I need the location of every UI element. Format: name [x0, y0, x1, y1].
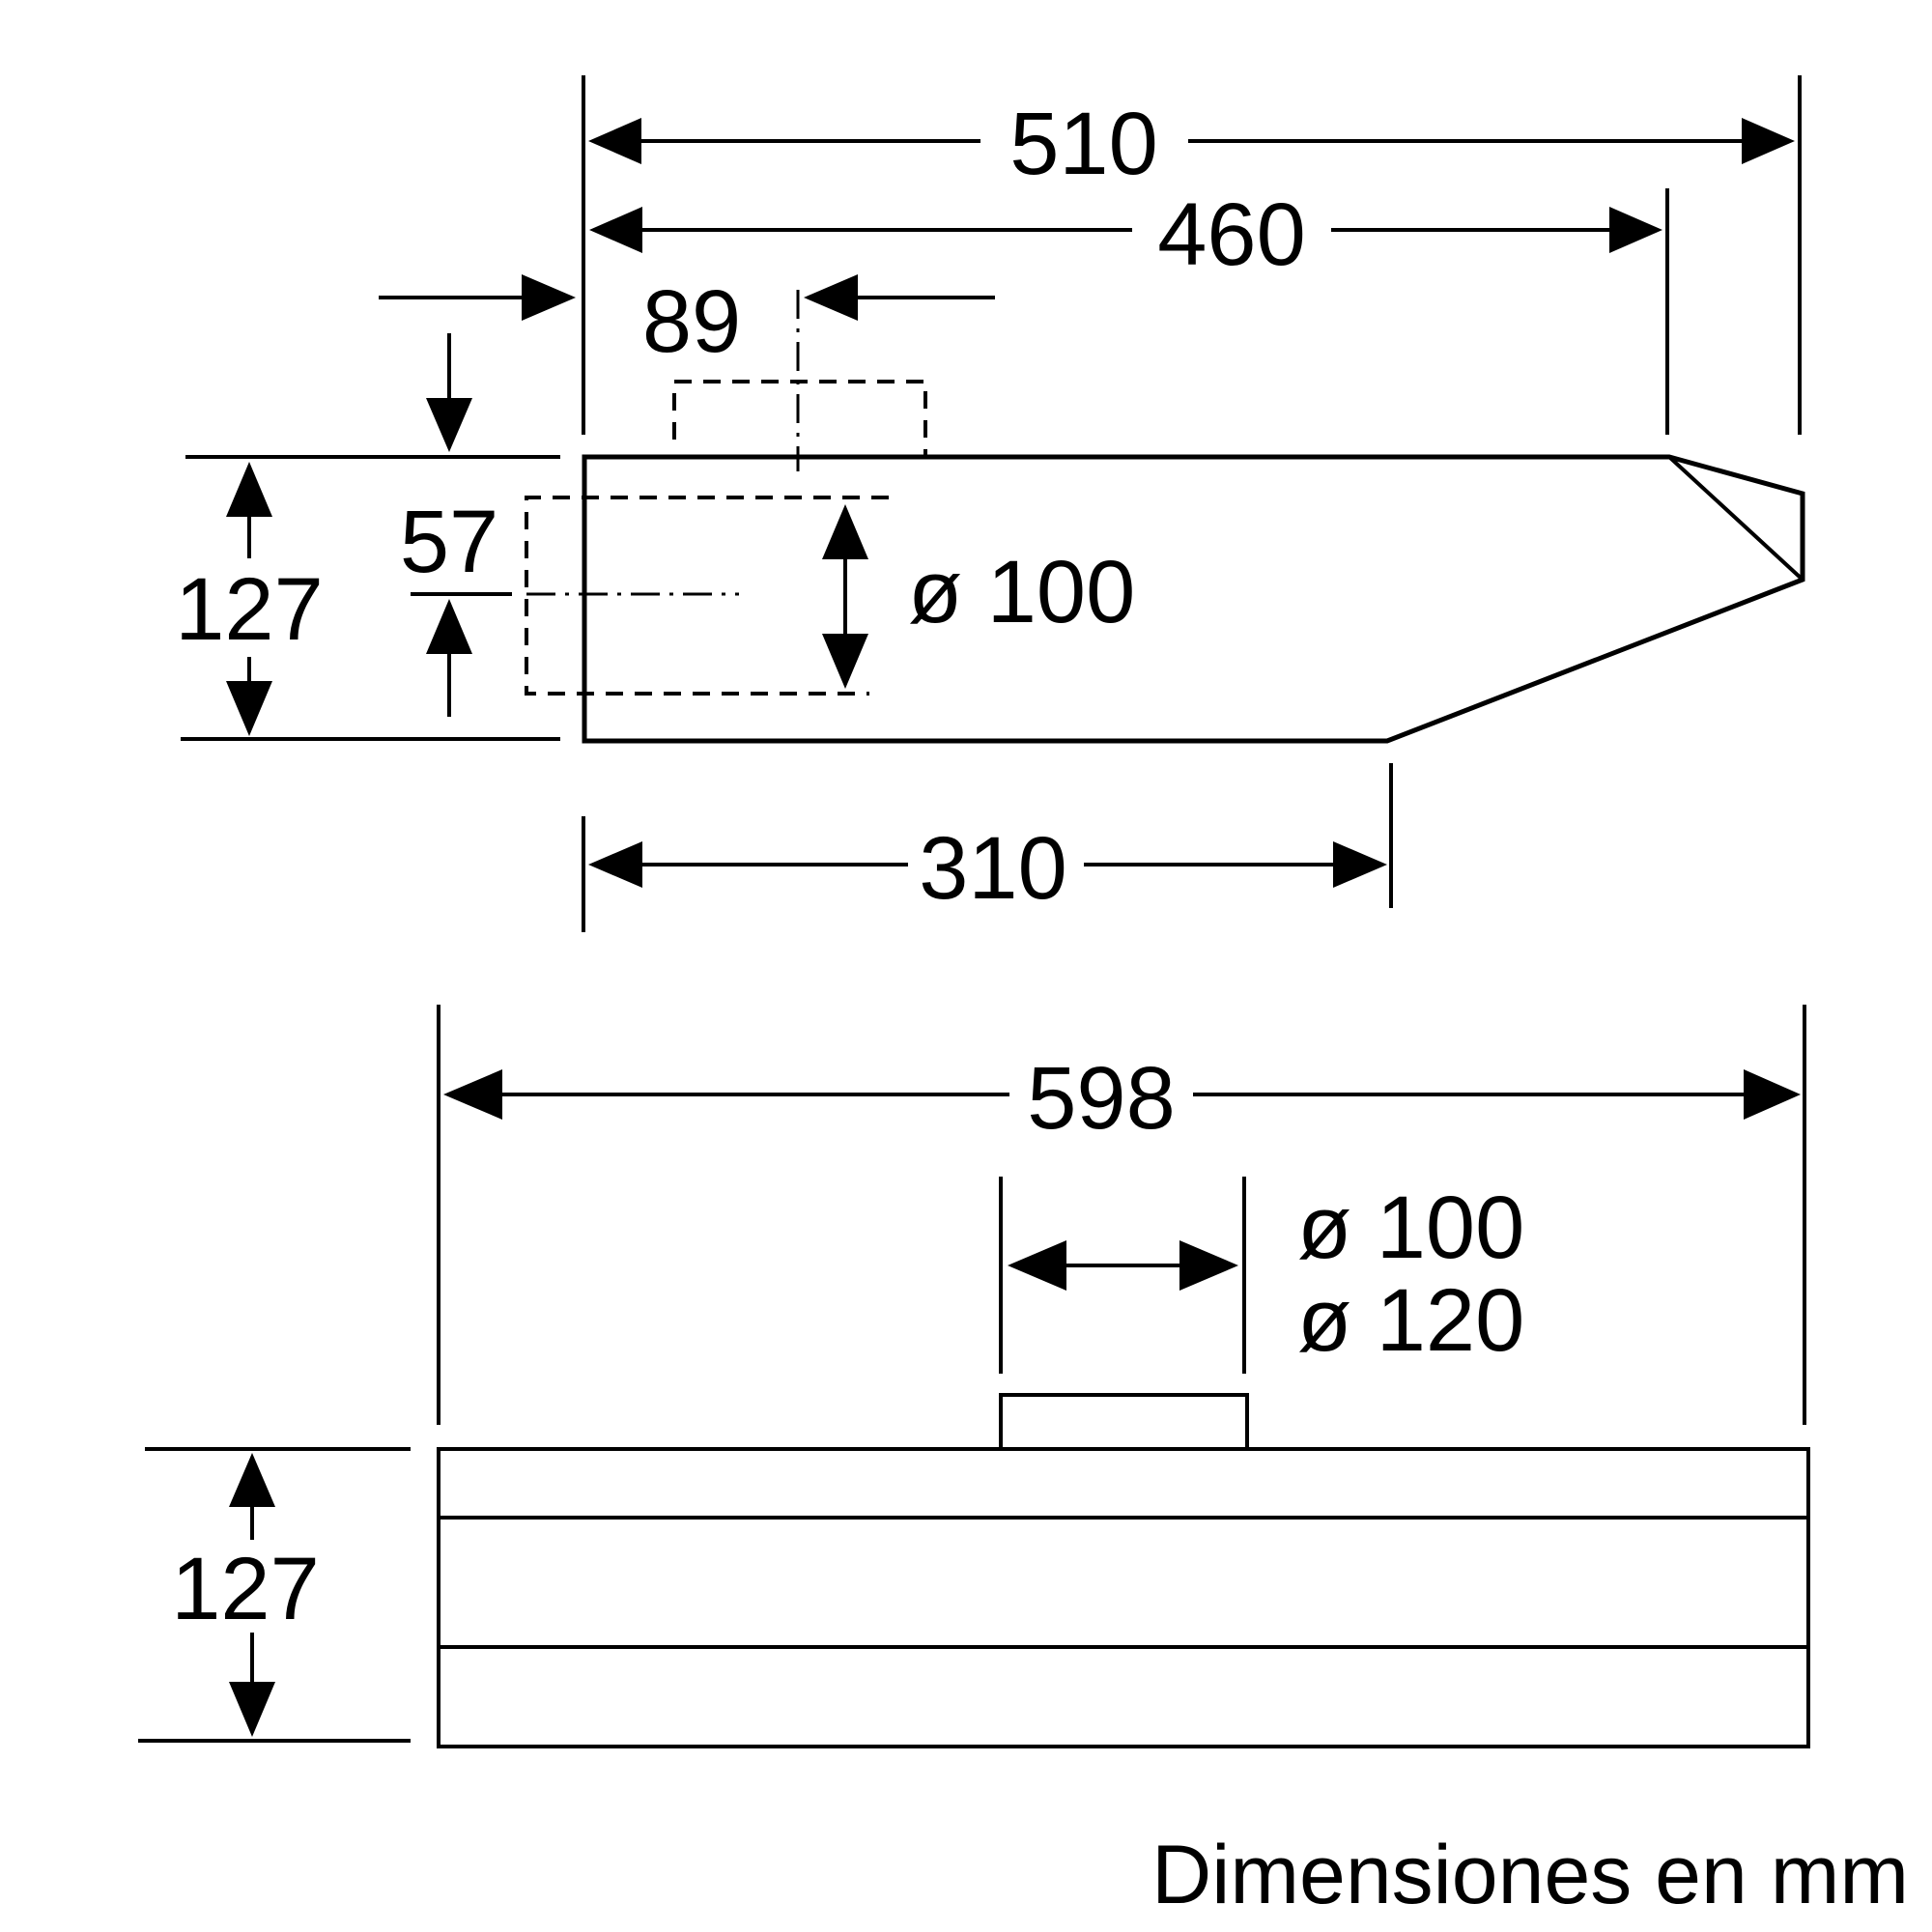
dim-label-510: 510: [1009, 95, 1158, 193]
arrowhead: [226, 462, 272, 517]
front-outlet: [999, 1393, 1249, 1451]
dim-label-diameter-100: ø 100: [1297, 1179, 1524, 1277]
arrowhead: [804, 274, 858, 321]
front-view: 598 ø 100 ø 120 127: [138, 1005, 1810, 1748]
arrowhead: [822, 634, 868, 689]
arrowhead: [1609, 207, 1662, 253]
side-view: 510 460 89 127 57 ø 100: [175, 75, 1805, 932]
dim-label-diameter-side: ø 100: [908, 543, 1135, 641]
dim-label-127-front: 127: [171, 1540, 320, 1638]
arrowhead: [226, 681, 272, 736]
arrowhead: [822, 504, 868, 559]
dim-label-310: 310: [919, 819, 1067, 918]
arrowhead: [588, 118, 641, 164]
arrowhead: [1744, 1069, 1801, 1120]
arrowhead: [589, 207, 642, 253]
top-outlet-dashed: [672, 380, 927, 457]
arrowhead: [426, 599, 472, 654]
arrowhead: [229, 1682, 275, 1737]
front-panel-edge: [1667, 455, 1804, 582]
arrowhead: [1742, 118, 1795, 164]
dim-label-127-side: 127: [175, 560, 324, 659]
arrowhead: [426, 398, 472, 452]
arrowhead: [522, 274, 576, 321]
dim-label-diameter-120: ø 120: [1297, 1271, 1524, 1370]
dim-label-598: 598: [1027, 1049, 1176, 1148]
units-caption: Dimensiones en mm: [1151, 1829, 1909, 1921]
dim-label-89: 89: [642, 272, 741, 371]
arrowhead: [1008, 1240, 1066, 1291]
front-view-body: [437, 1447, 1810, 1748]
arrowhead: [1333, 841, 1387, 888]
dim-label-57: 57: [400, 493, 498, 591]
rear-outlet-dashed: [525, 496, 889, 696]
arrowhead: [1179, 1240, 1238, 1291]
dim-label-460: 460: [1157, 185, 1306, 284]
arrowhead: [443, 1069, 502, 1120]
arrowhead: [588, 841, 642, 888]
arrowhead: [229, 1453, 275, 1507]
side-view-outline: [582, 454, 1805, 744]
